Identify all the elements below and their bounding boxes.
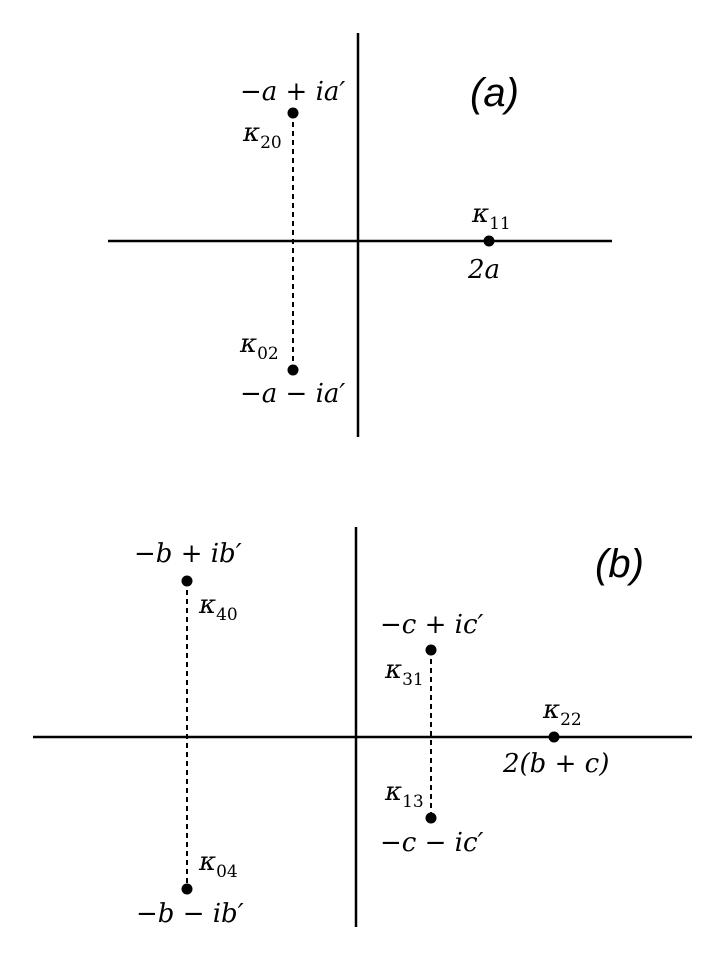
panel-b-kappa-k31: κ31 xyxy=(384,655,424,690)
panel-b-point-k13 xyxy=(425,812,437,824)
panel-b-point-k04 xyxy=(181,883,193,895)
panel-a-point-k02 xyxy=(287,364,299,376)
panel-b-value-k31: −c + ic′ xyxy=(380,610,484,640)
panel-a-kappa-k02: κ02 xyxy=(239,329,279,364)
panel-b-value-k04: −b − ib′ xyxy=(136,899,244,929)
panel-b-point-k22 xyxy=(548,731,560,743)
panel-b: (b) −b + ib′ κ40 κ04 −b − ib′ −c + ic′ κ… xyxy=(33,527,692,929)
panel-b-value-k13: −c − ic′ xyxy=(380,828,484,858)
panel-b-point-k40 xyxy=(181,575,193,587)
panel-a-point-k11 xyxy=(483,235,495,247)
panel-a-point-k20 xyxy=(287,107,299,119)
panel-a-value-k11: 2a xyxy=(467,255,500,285)
panel-b-kappa-k04: κ04 xyxy=(198,847,238,882)
panel-b-label: (b) xyxy=(595,542,644,586)
panel-b-value-k40: −b + ib′ xyxy=(134,539,242,569)
panel-b-kappa-k13: κ13 xyxy=(384,777,424,812)
panel-a-kappa-k11: κ11 xyxy=(471,199,511,234)
panel-a-value-k20: −a + ia′ xyxy=(240,77,345,107)
panel-b-kappa-k40: κ40 xyxy=(198,590,238,625)
panel-b-point-k31 xyxy=(425,644,437,656)
panel-a-label: (a) xyxy=(470,71,519,115)
panel-a-kappa-k20: κ20 xyxy=(242,118,282,153)
panel-b-kappa-k22: κ22 xyxy=(542,695,582,730)
panel-a-value-k02: −a − ia′ xyxy=(240,379,345,409)
panel-a: (a) −a + ia′ κ20 κ02 −a − ia′ κ11 2a xyxy=(108,33,612,437)
panel-b-value-k22: 2(b + c) xyxy=(502,749,609,779)
